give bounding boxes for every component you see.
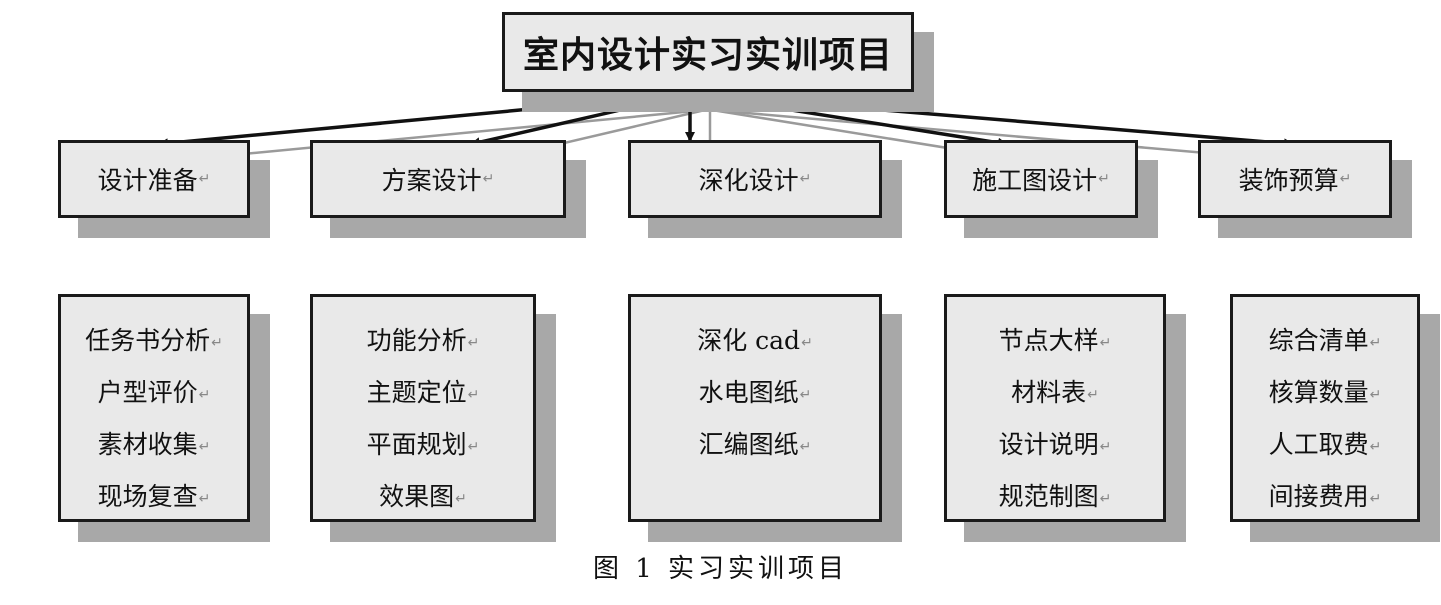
return-mark-icon: ↵ bbox=[1369, 334, 1382, 351]
category-label: 设计准备 bbox=[97, 166, 198, 195]
detail-item: 素材收集↵ bbox=[97, 430, 211, 459]
return-mark-icon: ↵ bbox=[1099, 334, 1112, 351]
arrow-scheme-design bbox=[470, 92, 691, 148]
detail-item: 间接费用↵ bbox=[1268, 482, 1382, 511]
category-box-4: 施工图设计↵ bbox=[944, 140, 1138, 218]
detail-item: 水电图纸↵ bbox=[698, 378, 812, 407]
detail-box-1: 任务书分析↵ 户型评价↵ 素材收集↵ 现场复查↵ bbox=[58, 294, 250, 522]
category-label: 装饰预算 bbox=[1238, 166, 1339, 195]
detail-item: 核算数量↵ bbox=[1268, 378, 1382, 407]
return-mark-icon: ↵ bbox=[467, 438, 480, 455]
detail-item: 主题定位↵ bbox=[366, 378, 480, 407]
diagram-title: 室内设计实习实训项目 bbox=[522, 35, 893, 76]
detail-box-4: 节点大样↵ 材料表↵ 设计说明↵ 规范制图↵ bbox=[944, 294, 1166, 522]
return-mark-icon: ↵ bbox=[198, 171, 211, 187]
return-mark-icon: ↵ bbox=[801, 334, 813, 351]
detail-item: 汇编图纸↵ bbox=[698, 430, 812, 459]
category-box-2: 方案设计↵ bbox=[310, 140, 566, 218]
detail-item: 材料表↵ bbox=[1011, 378, 1099, 407]
category-box-5: 装饰预算↵ bbox=[1198, 140, 1392, 218]
detail-item: 平面规划↵ bbox=[366, 430, 480, 459]
detail-box-3: 深化 cad↵ 水电图纸↵ 汇编图纸↵ bbox=[628, 294, 882, 522]
return-mark-icon: ↵ bbox=[198, 386, 211, 403]
return-mark-icon: ↵ bbox=[198, 438, 211, 455]
return-mark-icon: ↵ bbox=[211, 334, 223, 351]
return-mark-icon: ↵ bbox=[1087, 386, 1099, 403]
detail-item: 深化 cad↵ bbox=[697, 326, 813, 355]
return-mark-icon: ↵ bbox=[198, 490, 211, 507]
return-mark-icon: ↵ bbox=[467, 386, 480, 403]
arrow-design-prep bbox=[158, 92, 691, 149]
category-label: 施工图设计 bbox=[972, 166, 1098, 195]
return-mark-icon: ↵ bbox=[467, 334, 480, 351]
return-mark-icon: ↵ bbox=[455, 490, 467, 507]
root-node: 室内设计实习实训项目 bbox=[502, 12, 914, 92]
return-mark-icon: ↵ bbox=[799, 386, 812, 403]
detail-item: 综合清单↵ bbox=[1268, 326, 1382, 355]
category-label: 方案设计 bbox=[381, 166, 482, 195]
category-box-1: 设计准备↵ bbox=[58, 140, 250, 218]
category-box-3: 深化设计↵ bbox=[628, 140, 882, 218]
return-mark-icon: ↵ bbox=[1099, 438, 1112, 455]
detail-box-5: 综合清单↵ 核算数量↵ 人工取费↵ 间接费用↵ bbox=[1230, 294, 1420, 522]
return-mark-icon: ↵ bbox=[1369, 386, 1382, 403]
detail-item: 设计说明↵ bbox=[998, 430, 1112, 459]
detail-item: 功能分析↵ bbox=[366, 326, 480, 355]
detail-item: 节点大样↵ bbox=[998, 326, 1112, 355]
figure-caption: 图 1 实习实训项目 bbox=[592, 554, 849, 584]
detail-item: 现场复查↵ bbox=[97, 482, 211, 511]
return-mark-icon: ↵ bbox=[799, 171, 812, 187]
return-mark-icon: ↵ bbox=[799, 438, 812, 455]
return-mark-icon: ↵ bbox=[482, 171, 495, 187]
return-mark-icon: ↵ bbox=[1098, 171, 1110, 187]
arrow-decoration-budget bbox=[689, 92, 1294, 149]
detail-item: 任务书分析↵ bbox=[85, 326, 223, 355]
return-mark-icon: ↵ bbox=[1369, 438, 1382, 455]
detail-item: 规范制图↵ bbox=[998, 482, 1112, 511]
return-mark-icon: ↵ bbox=[1099, 490, 1112, 507]
category-label: 深化设计 bbox=[698, 166, 799, 195]
return-mark-icon: ↵ bbox=[1339, 171, 1352, 187]
detail-item: 户型评价↵ bbox=[97, 378, 211, 407]
detail-item: 效果图↵ bbox=[379, 482, 467, 511]
detail-box-2: 功能分析↵ 主题定位↵ 平面规划↵ 效果图↵ bbox=[310, 294, 536, 522]
arrow-construction-drawing bbox=[689, 92, 1008, 148]
arrow-shadow-1 bbox=[178, 108, 706, 165]
return-mark-icon: ↵ bbox=[1369, 490, 1382, 507]
detail-item: 人工取费↵ bbox=[1268, 430, 1382, 459]
